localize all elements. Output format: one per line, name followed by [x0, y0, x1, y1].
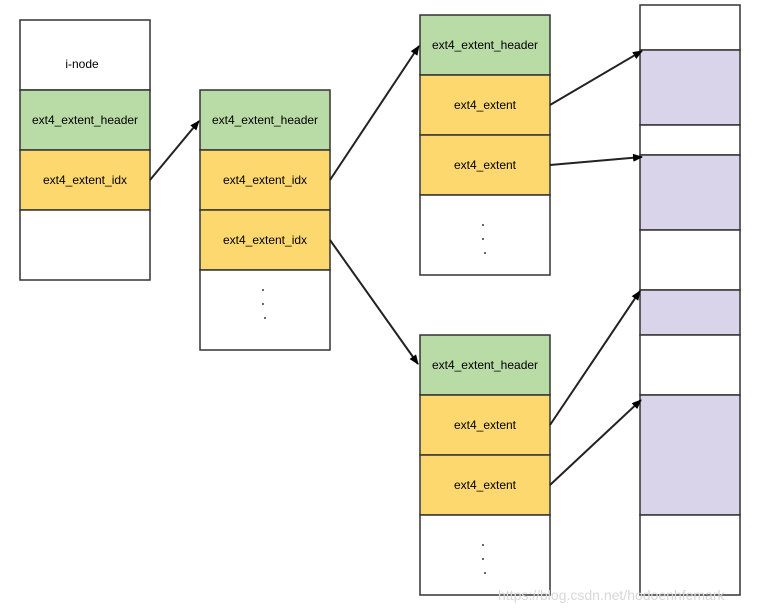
- inode-idx-label: ext4_extent_idx: [43, 173, 127, 187]
- leaf-bottom-extent1-label: ext4_extent: [454, 418, 517, 432]
- arrow-idx1-to-leaf-top: [329, 45, 420, 181]
- watermark: https://blog.csdn.net/hodoenhfemark: [498, 587, 725, 603]
- inode-header-label: ext4_extent_header: [32, 113, 138, 127]
- arrow-extent-to-block: [549, 399, 642, 486]
- disk-block-empty: [639, 229, 741, 291]
- disk-block-data: [639, 394, 741, 516]
- leaf-top-extent1-cell: [419, 74, 551, 136]
- leaf-top-extent2-label: ext4_extent: [454, 158, 517, 172]
- disk-block-empty: [639, 334, 741, 396]
- leaf-top-box: ext4_extent_header ext4_extent ext4_exte…: [419, 14, 551, 276]
- arrow-extent-to-block: [549, 153, 643, 166]
- leaf-bottom-extent1-cell: [419, 394, 551, 456]
- inode-title-cell: [19, 19, 151, 91]
- disk-block-data: [639, 154, 741, 231]
- inode-label: i-node: [65, 57, 99, 71]
- leaf-top-header-label: ext4_extent_header: [432, 38, 538, 52]
- disk-block-data: [639, 49, 741, 126]
- inode-idx-cell: [19, 149, 151, 211]
- disk-block-empty: [639, 124, 741, 156]
- inode-empty-cell: [19, 209, 151, 281]
- inode-header-cell: [19, 89, 151, 151]
- index-header-cell: [199, 89, 331, 151]
- leaf-bottom-header-label: ext4_extent_header: [432, 358, 538, 372]
- arrows: [149, 45, 643, 486]
- leaf-bottom-extent2-label: ext4_extent: [454, 478, 517, 492]
- arrow-idx2-to-leaf-bottom: [329, 239, 419, 365]
- leaf-bottom-ellipsis: [482, 544, 486, 574]
- leaf-bottom-ellipsis-cell: [419, 514, 551, 596]
- index-node-box: ext4_extent_header ext4_extent_idx ext4_…: [199, 89, 331, 351]
- leaf-top-ellipsis-cell: [419, 194, 551, 276]
- disk-blocks-column: [639, 4, 741, 596]
- index-ellipsis-cell: [199, 269, 331, 351]
- arrow-inode-to-index: [149, 120, 200, 181]
- leaf-top-header-cell: [419, 14, 551, 76]
- index-idx2-label: ext4_extent_idx: [223, 233, 307, 247]
- arrow-extent-to-block: [549, 50, 643, 106]
- disk-block-empty: [639, 514, 741, 596]
- index-ellipsis: [262, 289, 266, 319]
- leaf-top-extent1-label: ext4_extent: [454, 98, 517, 112]
- arrow-extent-to-block: [549, 290, 641, 426]
- disk-block-data: [639, 289, 741, 336]
- index-header-label: ext4_extent_header: [212, 113, 318, 127]
- leaf-bottom-box: ext4_extent_header ext4_extent ext4_exte…: [419, 334, 551, 596]
- disk-block-empty: [639, 4, 741, 51]
- inode-box: i-node ext4_extent_header ext4_extent_id…: [19, 19, 151, 281]
- leaf-bottom-header-cell: [419, 334, 551, 396]
- index-idx1-label: ext4_extent_idx: [223, 173, 307, 187]
- leaf-top-ellipsis: [482, 224, 486, 254]
